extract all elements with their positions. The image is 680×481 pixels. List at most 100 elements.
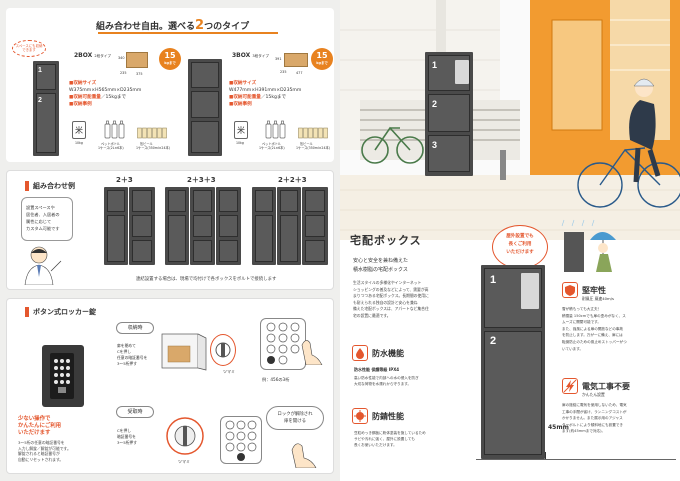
- locker-cell: [219, 240, 238, 262]
- examples-bubble: 設置スペースや 居住者、入居者の 属性に応じて カスタム可能です: [21, 197, 73, 241]
- button-locker-desc: 3～5桁の任意の暗証番号を 入力し解錠／解錠が可能です。 解錠されると暗証番号が…: [18, 440, 100, 462]
- example-2plus3: 2＋3: [102, 175, 156, 267]
- locker-cell: [193, 240, 212, 262]
- feature-sub: かんたん設置: [582, 392, 605, 397]
- scene-locker[interactable]: 1 2 3: [425, 52, 473, 176]
- desc-line: ムーズに開閉可能です。: [562, 320, 601, 325]
- locker-cell: [255, 190, 273, 212]
- feature-title: 電気工事不要: [582, 382, 630, 391]
- store-label: 収納時: [116, 322, 154, 334]
- size-value: W477mm×H391mm×D235mm: [229, 88, 302, 93]
- desc-line: 積雪量 150cmでも扉の歪みがなく、ス: [562, 313, 626, 318]
- examples-title: 組み合わせ例: [33, 182, 75, 190]
- locker-panel: [455, 60, 469, 84]
- combo-heading-underline: [98, 32, 278, 34]
- space-note-badge: スペースにも収納できます: [12, 40, 46, 57]
- bubble-line: 居住者、入居者の: [26, 212, 60, 217]
- lead-line: 安心と安全を兼ね備えた: [353, 258, 409, 264]
- desc-line: 豆粒めっき鋼板に粉体塗装を施しているため: [354, 431, 426, 435]
- body-line: も耐えられる独自の設計と安心を兼ね: [353, 299, 418, 305]
- type1-bottles-icon: [104, 119, 126, 139]
- locker-cell: [191, 62, 219, 88]
- desc-line: 高い防水性能で内部への水の侵入を防ぎ: [354, 376, 419, 380]
- step-line: Cを押し: [117, 349, 132, 354]
- locker-cell: [219, 190, 238, 212]
- size-value: W375mm×H565mm×D235mm: [69, 88, 142, 93]
- type2-cardboard-icon: [284, 53, 308, 67]
- example-label: ■収納事例: [69, 102, 92, 107]
- recv-label: 受取時: [116, 406, 154, 418]
- locker-panel: [521, 273, 539, 309]
- recv-keypad-closeup: [220, 416, 262, 464]
- desc-line: いています。: [562, 346, 584, 351]
- example-caption: 缶ビール: [300, 142, 313, 146]
- lead-line: 積水樹脂の宅配ボックス: [353, 267, 408, 273]
- locker-number: 2: [490, 335, 497, 347]
- desc-line: を防止します。万が一に備え、扉には: [562, 333, 623, 338]
- desc-line: 扉の施錠に電気を使用しないため、電気: [562, 403, 627, 407]
- locker-cell: [132, 240, 152, 262]
- desc-line: 工事の手間が省け、ランニングコストが: [562, 409, 627, 414]
- desc-line: また、強風による扉の開放などの事故: [562, 326, 623, 331]
- bubble-line: 設置スペースや: [26, 205, 55, 210]
- type1-locker: 1 2: [33, 61, 59, 156]
- desc-line: 長くお使いいただけます。: [354, 443, 397, 447]
- size-label: ■収納サイズ: [69, 81, 97, 86]
- feature-sub: 耐風圧 風速40m/s: [582, 296, 614, 301]
- heading-post: つのタイプ: [204, 22, 250, 32]
- example-locker: [129, 187, 155, 265]
- body-line: 備えた宅配ボックスは、アパートなど集合住: [353, 306, 429, 312]
- type2-rice-icon: 米: [234, 121, 248, 139]
- desc-line: ターボルトにより傾斜地にも設置でき: [562, 422, 624, 427]
- store-keypad-closeup: [260, 318, 306, 370]
- locker-cell: [168, 215, 186, 262]
- feature-desc: 豆粒めっき鋼板に粉体塗装を施しているため サビや汚れに強く、屋外に設置しても 長…: [354, 430, 476, 448]
- callout-line: 扉を開ける: [284, 419, 306, 424]
- step-line: 暗証番号を: [117, 434, 136, 439]
- locker-cell: [280, 215, 298, 262]
- desc-line: 大切な荷物を水濡れから守ります。: [354, 382, 412, 386]
- example-locker: [190, 187, 215, 265]
- example-2plus3plus3: 2＋3＋3: [163, 175, 243, 267]
- box-sub: 2段タイプ: [94, 54, 112, 58]
- type1-box-label: 2BOX 2段タイプ: [74, 52, 111, 59]
- desc-line: 解錠されると暗証番号が: [18, 451, 60, 457]
- scene-illustration: [340, 0, 680, 240]
- example-locker: [104, 187, 128, 265]
- step-line: 任意の暗証番号を: [117, 355, 148, 360]
- store-box-illustration: [160, 330, 208, 372]
- locker-cell: [107, 215, 125, 262]
- body-line: 宅の設置に最適です。: [353, 312, 391, 318]
- body-line: まりつつある宅配ボックス。長期間の使用に: [353, 293, 429, 299]
- desc-line: かかりません。また展示用のアジャス: [562, 416, 623, 421]
- adjuster-label: 45mm: [548, 424, 569, 431]
- examples-note: 連結設置する場合は、現場で均付けで各ボックスをボルトで接続します: [136, 277, 277, 282]
- headline-line: かんたんにご利用: [18, 423, 62, 429]
- type1-cans-icon: [137, 126, 167, 139]
- feature-sturdy: 堅牢性 耐風圧 風速40m/s 雪が積もっても大丈夫！ 積雪量 150cmでも扉…: [562, 282, 674, 378]
- heading-num: 2: [195, 18, 205, 33]
- headline-line: いただけます: [18, 430, 51, 436]
- step-line: 3～5桁押す: [117, 361, 138, 366]
- feature-title: 防水機能: [372, 349, 404, 358]
- locker-cell: [428, 94, 470, 132]
- feature-title: 堅牢性: [582, 286, 606, 295]
- locker-cell: [36, 93, 56, 153]
- example-label: 2＋3: [116, 176, 133, 184]
- example-locker: [216, 187, 241, 265]
- locker-cell: [107, 190, 125, 212]
- type2-dim-label: 391: [275, 57, 282, 61]
- example-label: 2＋2＋3: [278, 176, 307, 184]
- feature-desc: 高い防水性能で内部への水の侵入を防ぎ 大切な荷物を水濡れから守ります。: [354, 375, 476, 387]
- waterproof-icon: [352, 345, 368, 361]
- badge-number: 15: [316, 51, 328, 60]
- example-locker: [302, 187, 328, 265]
- delivery-lead: 安心と安全を兼ね備えた 積水樹脂の宅配ボックス: [353, 257, 465, 275]
- locker-cell: [191, 91, 219, 118]
- bubble-line: いただけます: [506, 250, 534, 255]
- body-line: 生活スタイルの多様化やインターネット: [353, 280, 422, 285]
- desc-line: 転倒防止のための風止めストッパーがつ: [562, 339, 627, 344]
- type2-specs: ■収納サイズ W477mm×H391mm×D235mm ■収納可能重量／15kg…: [229, 80, 339, 108]
- desc-line: サビや汚れに強く、屋外に設置しても: [354, 437, 415, 441]
- product-locker[interactable]: 1 2: [481, 265, 545, 459]
